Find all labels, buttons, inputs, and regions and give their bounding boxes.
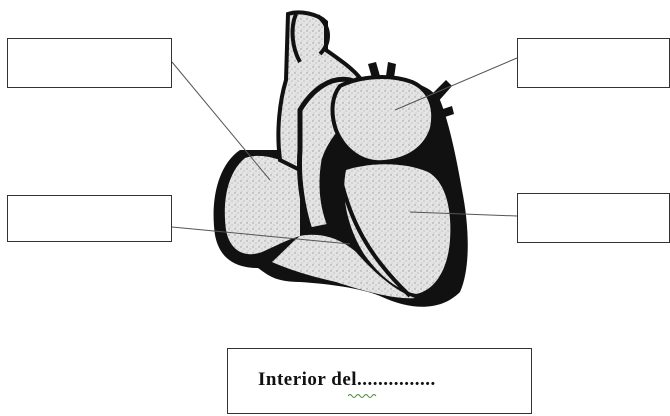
right-atrium: [224, 155, 300, 255]
leader-line-mid-left: [171, 226, 351, 245]
pulmonary-vein-right-2: [434, 106, 454, 120]
caption-box: Interior del...............: [227, 348, 532, 414]
left-atrium: [330, 75, 436, 165]
vessel-top-curl-2: [290, 13, 302, 63]
label-box-top-left[interactable]: [7, 38, 172, 88]
left-ventricle: [344, 164, 451, 294]
label-box-mid-left[interactable]: [7, 195, 172, 242]
caption-text: Interior del...............: [258, 369, 436, 390]
pulmonary-vein-right: [430, 80, 452, 104]
leader-line-top-right: [394, 57, 518, 111]
aortic-branch-2: [386, 62, 396, 78]
leader-line-mid-right: [409, 211, 518, 217]
label-box-top-right[interactable]: [517, 38, 670, 88]
right-ventricle: [272, 234, 415, 299]
spellcheck-squiggle-icon: [348, 394, 377, 398]
septum: [338, 175, 412, 298]
leader-line-top-left: [171, 61, 271, 181]
aortic-branch-1: [368, 62, 380, 78]
label-box-mid-right[interactable]: [517, 193, 670, 243]
vessel-top-curl: [316, 14, 330, 56]
